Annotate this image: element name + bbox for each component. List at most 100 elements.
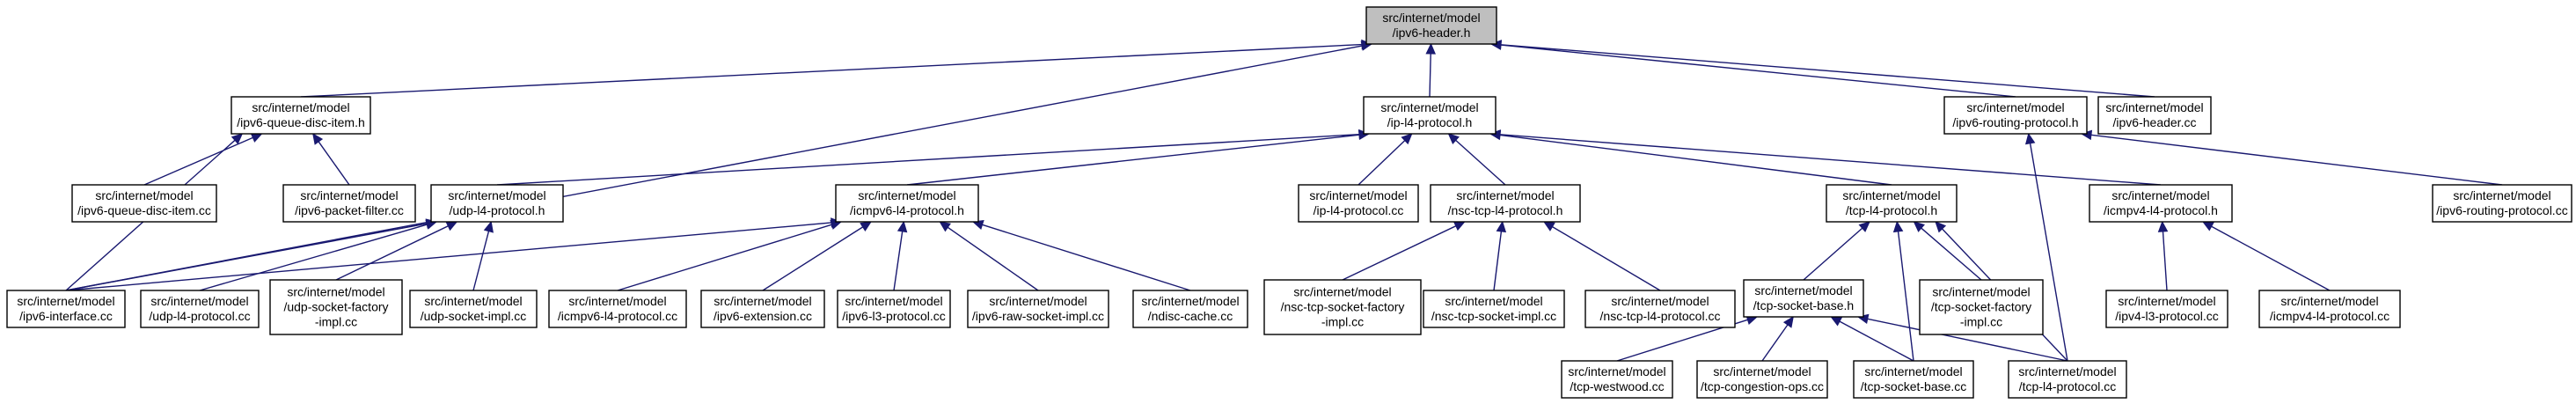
node-label-line: src/internet/model <box>1309 188 1407 202</box>
edges-layer <box>65 39 2503 362</box>
arrow-head <box>2157 220 2169 232</box>
edge-line <box>199 224 428 291</box>
node-label-line: src/internet/model <box>1380 100 1478 114</box>
node-box <box>6 290 126 328</box>
node-ipv6-raw-socket-impl-cc[interactable]: src/internet/model/ipv6-raw-socket-impl.… <box>967 290 1109 328</box>
node-tcp-socket-factory-impl-cc[interactable]: src/internet/model/tcp-socket-factory-im… <box>1919 279 2044 335</box>
arrow-head <box>896 220 908 233</box>
node-tcp-l4-protocol-cc[interactable]: src/internet/model/tcp-l4-protocol.cc <box>2008 360 2127 399</box>
node-tcp-westwood-cc[interactable]: src/internet/model/tcp-westwood.cc <box>1561 360 1673 399</box>
edge-line <box>1455 139 1506 186</box>
node-ipv6-queue-disc-item-cc[interactable]: src/internet/model/ipv6-queue-disc-item.… <box>71 184 217 223</box>
node-udp-socket-impl-cc[interactable]: src/internet/model/udp-socket-impl.cc <box>409 290 538 328</box>
edge-line <box>143 136 253 186</box>
node-nsc-tcp-socket-impl-cc[interactable]: src/internet/model/nsc-tcp-socket-impl.c… <box>1423 290 1565 328</box>
node-box <box>1423 290 1565 328</box>
node-ipv4-l3-protocol-cc[interactable]: src/internet/model/ipv4-l3-protocol.cc <box>2105 290 2228 328</box>
node-box <box>269 279 403 335</box>
node-ip-l4-protocol-cc[interactable]: src/internet/model/ip-l4-protocol.cc <box>1298 184 1419 223</box>
node-label-line: /icmpv6-l4-protocol.cc <box>558 309 677 323</box>
edge-line <box>2211 225 2331 291</box>
node-ipv6-routing-protocol-h[interactable]: src/internet/model/ipv6-routing-protocol… <box>1943 96 2088 135</box>
edge-icmpv4_l4_protocol_cc-to-icmpv4_l4_protocol_h <box>2201 221 2331 291</box>
edge-nsc_tcp_l4_protocol_cc-to-nsc_tcp_l4_protocol_h <box>1542 221 1661 291</box>
node-ipv6-queue-disc-item-h[interactable]: src/internet/model/ipv6-queue-disc-item.… <box>231 96 371 135</box>
node-nsc-tcp-l4-protocol-cc[interactable]: src/internet/model/nsc-tcp-l4-protocol.c… <box>1584 290 1736 328</box>
node-label-line: src/internet/model <box>2280 294 2378 308</box>
node-label-line: src/internet/model <box>2111 188 2209 202</box>
edge-line <box>1358 140 1406 186</box>
node-label-line: src/internet/model <box>1568 364 1665 378</box>
node-nsc-tcp-l4-protocol-h[interactable]: src/internet/model/nsc-tcp-l4-protocol.h <box>1430 184 1581 223</box>
node-ipv6-header-h[interactable]: src/internet/model/ipv6-header.h <box>1365 6 1497 45</box>
node-ipv6-packet-filter-cc[interactable]: src/internet/model/ipv6-packet-filter.cc <box>282 184 416 223</box>
node-label-line: /nsc-tcp-socket-impl.cc <box>1431 309 1556 323</box>
edge-line <box>1499 134 2162 186</box>
edge-line <box>1867 318 2068 362</box>
node-box <box>1853 360 1974 399</box>
node-ipv6-header-cc[interactable]: src/internet/model/ipv6-header.cc <box>2097 96 2212 135</box>
node-label-line: src/internet/model <box>989 294 1087 308</box>
node-tcp-congestion-ops-cc[interactable]: src/internet/model/tcp-congestion-ops.cc <box>1696 360 1828 399</box>
node-udp-l4-protocol-cc[interactable]: src/internet/model/udp-l4-protocol.cc <box>140 290 260 328</box>
node-icmpv6-l4-protocol-cc[interactable]: src/internet/model/icmpv6-l4-protocol.cc <box>548 290 687 328</box>
node-label-line: /tcp-socket-base.h <box>1753 298 1854 312</box>
node-ipv6-l3-protocol-cc[interactable]: src/internet/model/ipv6-l3-protocol.cc <box>837 290 951 328</box>
edge-ipv6_header_cc-to-ipv6_header_h <box>1489 40 2155 98</box>
node-icmpv4-l4-protocol-h[interactable]: src/internet/model/icmpv4-l4-protocol.h <box>2089 184 2233 223</box>
node-box <box>231 96 371 135</box>
node-icmpv4-l4-protocol-cc[interactable]: src/internet/model/icmpv4-l4-protocol.cc <box>2258 290 2401 328</box>
node-box <box>548 290 687 328</box>
edge-tcp_socket_base_h-to-tcp_l4_protocol_h <box>1803 221 1870 281</box>
node-ipv6-interface-cc[interactable]: src/internet/model/ipv6-interface.cc <box>6 290 126 328</box>
node-label-line: src/internet/model <box>1932 285 2030 299</box>
node-tcp-socket-base-h[interactable]: src/internet/model/tcp-socket-base.h <box>1743 279 1864 318</box>
arrow-head <box>1892 220 1904 233</box>
node-icmpv6-l4-protocol-h[interactable]: src/internet/model/icmpv6-l4-protocol.h <box>835 184 979 223</box>
arrow-head <box>1935 221 1947 233</box>
edge-line <box>1493 231 1503 291</box>
arrow-head <box>445 221 458 231</box>
edge-line <box>496 133 1360 186</box>
arrow-head <box>1830 316 1843 327</box>
node-label-line: src/internet/model <box>252 100 349 114</box>
node-box <box>1943 96 2088 135</box>
node-ipv6-routing-protocol-cc[interactable]: src/internet/model/ipv6-routing-protocol… <box>2432 184 2572 223</box>
edge-ip_l4_protocol_cc-to-ip_l4_protocol_h <box>1358 133 1413 186</box>
node-ip-l4-protocol-h[interactable]: src/internet/model/ip-l4-protocol.h <box>1363 96 1497 135</box>
edge-ipv6_queue_disc_item_cc-to-ipv6_queue_disc_item_h <box>143 133 263 186</box>
node-udp-socket-factory-impl-cc[interactable]: src/internet/model/udp-socket-factory-im… <box>269 279 403 335</box>
edge-line <box>947 226 1039 291</box>
node-label-line: src/internet/model <box>714 294 811 308</box>
node-box <box>967 290 1109 328</box>
node-label-line: /tcp-socket-base.cc <box>1861 379 1967 393</box>
node-nsc-tcp-socket-factory-impl-cc[interactable]: src/internet/model/nsc-tcp-socket-factor… <box>1263 279 1422 335</box>
node-label-line: src/internet/model <box>424 294 522 308</box>
arrow-head <box>1453 221 1466 231</box>
node-box <box>2432 184 2572 223</box>
arrow-head <box>1782 316 1794 328</box>
node-tcp-l4-protocol-h[interactable]: src/internet/model/tcp-l4-protocol.h <box>1826 184 1958 223</box>
arrow-head <box>1496 220 1507 233</box>
node-label-line: /nsc-tcp-socket-factory <box>1281 300 1405 314</box>
node-label-line: /icmpv6-l4-protocol.h <box>850 203 964 217</box>
node-label-line: /ip-l4-protocol.h <box>1387 115 1473 129</box>
node-ipv6-extension-cc[interactable]: src/internet/model/ipv6-extension.cc <box>700 290 825 328</box>
edge-line <box>2090 134 2503 186</box>
node-label-line: /ipv6-packet-filter.cc <box>295 203 404 217</box>
node-box <box>837 290 951 328</box>
node-box <box>1263 279 1422 335</box>
arrow-head <box>1425 42 1436 55</box>
edge-tcp_socket_base_cc-to-tcp_l4_protocol_h <box>1892 220 1914 362</box>
node-ndisc-cache-cc[interactable]: src/internet/model/ndisc-cache.cc <box>1132 290 1248 328</box>
node-label-line: /ndisc-cache.cc <box>1148 309 1233 323</box>
node-tcp-socket-base-cc[interactable]: src/internet/model/tcp-socket-base.cc <box>1853 360 1974 399</box>
arrow-head <box>1858 221 1870 232</box>
edge-nsc_tcp_socket_factory_impl_cc-to-nsc_tcp_l4_protocol_h <box>1342 221 1466 281</box>
node-label-line: /ipv6-routing-protocol.cc <box>2436 203 2567 217</box>
arrow-head <box>1542 221 1555 231</box>
edge-ipv6_raw_socket_impl_cc-to-icmpv6_l4_protocol_h <box>939 221 1039 291</box>
node-udp-l4-protocol-h[interactable]: src/internet/model/udp-l4-protocol.h <box>430 184 564 223</box>
node-label-line: /udp-socket-factory <box>283 300 388 314</box>
